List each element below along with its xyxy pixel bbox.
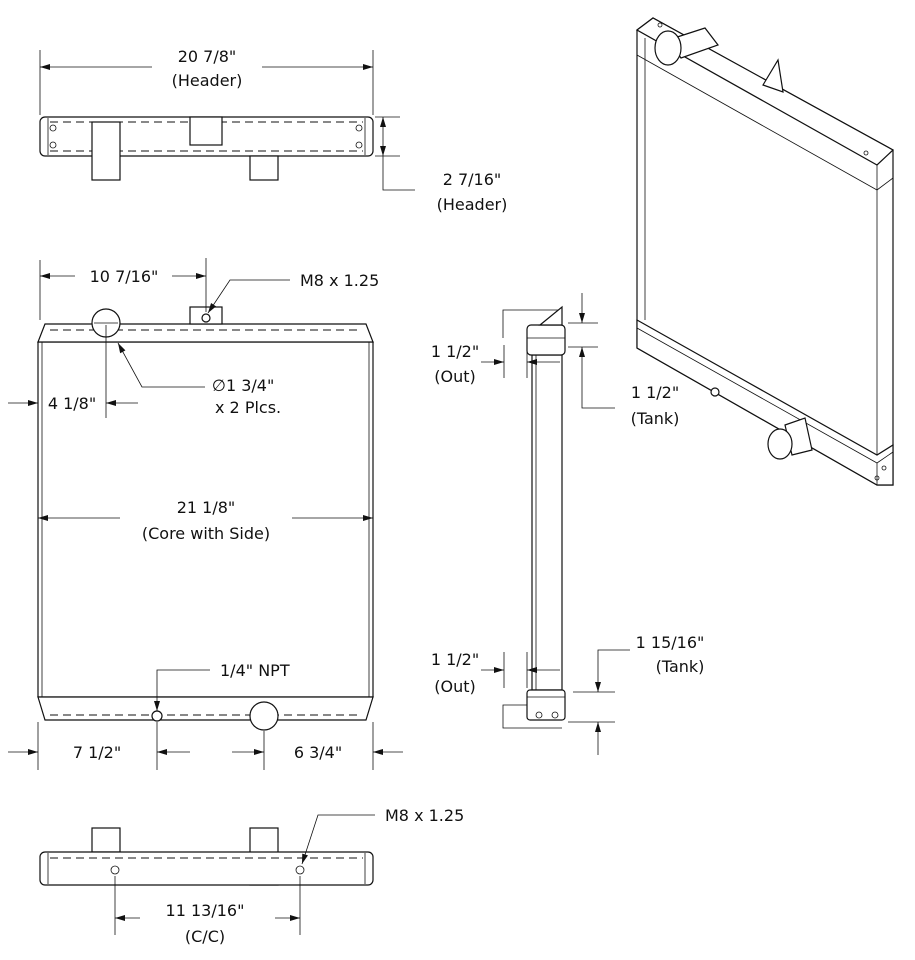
header-width-value: 20 7/8" (178, 47, 237, 66)
isometric-view (635, 17, 895, 486)
top-tank-note: (Tank) (631, 409, 680, 428)
bottom-tank-value: 1 15/16" (636, 633, 705, 652)
bottom-out-value: 1 1/2" (431, 650, 479, 669)
hole-spacing-note: (C/C) (185, 927, 225, 946)
top-tank-value: 1 1/2" (631, 383, 679, 402)
inlet-qty-label: x 2 Plcs. (215, 398, 281, 417)
top-view: 20 7/8" (Header) 2 7/16" (Header) (39, 47, 508, 214)
header-width-note: (Header) (172, 71, 243, 90)
header-height-value: 2 7/16" (443, 170, 502, 189)
hole-spacing-value: 11 13/16" (166, 901, 245, 920)
bottom-tank-note: (Tank) (656, 657, 705, 676)
bracket-thread-label: M8 x 1.25 (300, 271, 379, 290)
outlet-offset-dim: 6 3/4" (294, 743, 342, 762)
header-height-note: (Header) (437, 195, 508, 214)
inlet-offset-dim: 4 1/8" (48, 394, 96, 413)
bottom-view: 11 13/16" (C/C) M8 x 1.25 (39, 806, 464, 946)
front-view: 10 7/16" M8 x 1.25 ∅1 3/4" x 2 Plcs. 4 1… (8, 258, 403, 770)
bracket-offset-dim: 10 7/16" (90, 267, 159, 286)
core-width-note: (Core with Side) (142, 524, 270, 543)
core-width-value: 21 1/8" (177, 498, 236, 517)
top-out-value: 1 1/2" (431, 342, 479, 361)
bottom-out-note: (Out) (434, 677, 476, 696)
drain-label: 1/4" NPT (220, 661, 290, 680)
drain-offset-dim: 7 1/2" (73, 743, 121, 762)
top-out-note: (Out) (434, 367, 476, 386)
inlet-diameter-label: ∅1 3/4" (212, 376, 274, 395)
side-view: 1 1/2" (Out) 1 1/2" (Tank) 1 15/16" (Tan… (431, 293, 705, 755)
bottom-thread-label: M8 x 1.25 (385, 806, 464, 825)
